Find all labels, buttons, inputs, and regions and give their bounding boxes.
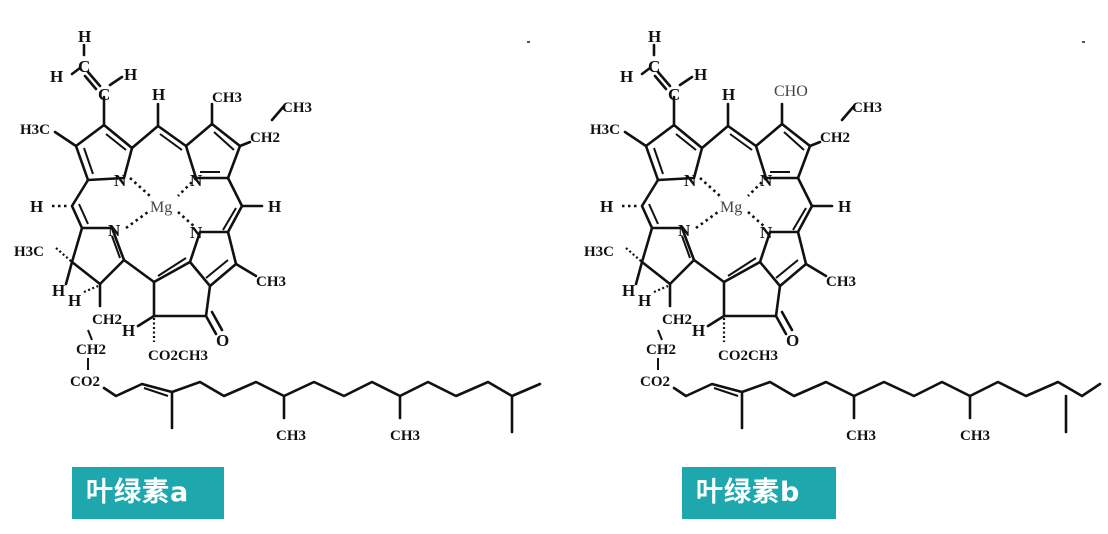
- atom-C: C: [668, 85, 680, 104]
- artifact-dot: [1082, 41, 1085, 43]
- atom-H: H: [620, 67, 633, 86]
- atom-aldehyde: CHO: [774, 83, 808, 100]
- atom-ester: CO2CH3: [148, 348, 208, 364]
- atom-methyl: CH3: [846, 428, 876, 444]
- atom-N: N: [114, 171, 127, 190]
- atom-methyl: CH3: [960, 428, 990, 444]
- atom-O: O: [216, 331, 229, 350]
- atom-methyl: H3C: [14, 244, 44, 260]
- atom-Mg: Mg: [150, 199, 172, 216]
- chlorophyll-a-label: 叶绿素a: [72, 467, 224, 519]
- chlorophyll-a-structure: H C H C H H3C H CH3 CH2 CH3 N N N N Mg H…: [14, 27, 542, 444]
- artifact-dot: [527, 41, 530, 43]
- atom-co2: CO2: [70, 374, 100, 390]
- atom-methyl: CH3: [256, 274, 286, 290]
- chlorophyll-b-panel: H C H C H H3C H CHO CH2 CH3 N N N N Mg H…: [570, 0, 1108, 534]
- atom-H: H: [648, 27, 661, 46]
- atom-C: C: [648, 57, 660, 76]
- atom-methyl: H3C: [590, 122, 620, 138]
- atom-methyl: CH3: [276, 428, 306, 444]
- atom-N: N: [108, 221, 121, 240]
- chlorophyll-b-structure: H C H C H H3C H CHO CH2 CH3 N N N N Mg H…: [584, 27, 1102, 444]
- atom-H: H: [124, 65, 137, 84]
- atom-ethyl-ch3: CH3: [852, 100, 882, 116]
- atom-H: H: [638, 291, 651, 310]
- atom-methyl: H3C: [584, 244, 614, 260]
- atom-ch2: CH2: [76, 342, 106, 358]
- atom-C: C: [78, 57, 90, 76]
- atom-H: H: [838, 197, 851, 216]
- atom-N: N: [190, 223, 203, 242]
- atom-H: H: [30, 197, 43, 216]
- atom-H: H: [52, 281, 65, 300]
- atom-N: N: [190, 171, 203, 190]
- atom-ch2: CH2: [92, 312, 122, 328]
- atom-ethyl-ch3: CH3: [282, 100, 312, 116]
- atom-H: H: [68, 291, 81, 310]
- atom-methyl: CH3: [826, 274, 856, 290]
- atom-O: O: [786, 331, 799, 350]
- atom-N: N: [684, 171, 697, 190]
- atom-N: N: [678, 221, 691, 240]
- atom-H: H: [600, 197, 613, 216]
- atom-H: H: [268, 197, 281, 216]
- atom-ring2-substituent: CH3: [212, 90, 242, 106]
- atom-ch2: CH2: [662, 312, 692, 328]
- atom-methyl: H3C: [20, 122, 50, 138]
- atom-N: N: [760, 223, 773, 242]
- atom-ethyl-ch2: CH2: [820, 130, 850, 146]
- atom-H: H: [78, 27, 91, 46]
- atom-H: H: [722, 85, 735, 104]
- chlorophyll-b-label: 叶绿素b: [682, 467, 836, 519]
- chlorophyll-a-panel: H C H C H H3C H CH3 CH2 CH3 N N N N Mg H…: [14, 27, 542, 519]
- atom-methyl: CH3: [390, 428, 420, 444]
- atom-H: H: [50, 67, 63, 86]
- atom-ethyl-ch2: CH2: [250, 130, 280, 146]
- atom-C: C: [98, 85, 110, 104]
- atom-ester: CO2CH3: [718, 348, 778, 364]
- atom-co2: CO2: [640, 374, 670, 390]
- atom-H: H: [694, 65, 707, 84]
- atom-Mg: Mg: [720, 199, 742, 216]
- atom-ch2: CH2: [646, 342, 676, 358]
- atom-H: H: [622, 281, 635, 300]
- atom-H: H: [122, 321, 135, 340]
- atom-H: H: [152, 85, 165, 104]
- atom-N: N: [760, 171, 773, 190]
- atom-H: H: [692, 321, 705, 340]
